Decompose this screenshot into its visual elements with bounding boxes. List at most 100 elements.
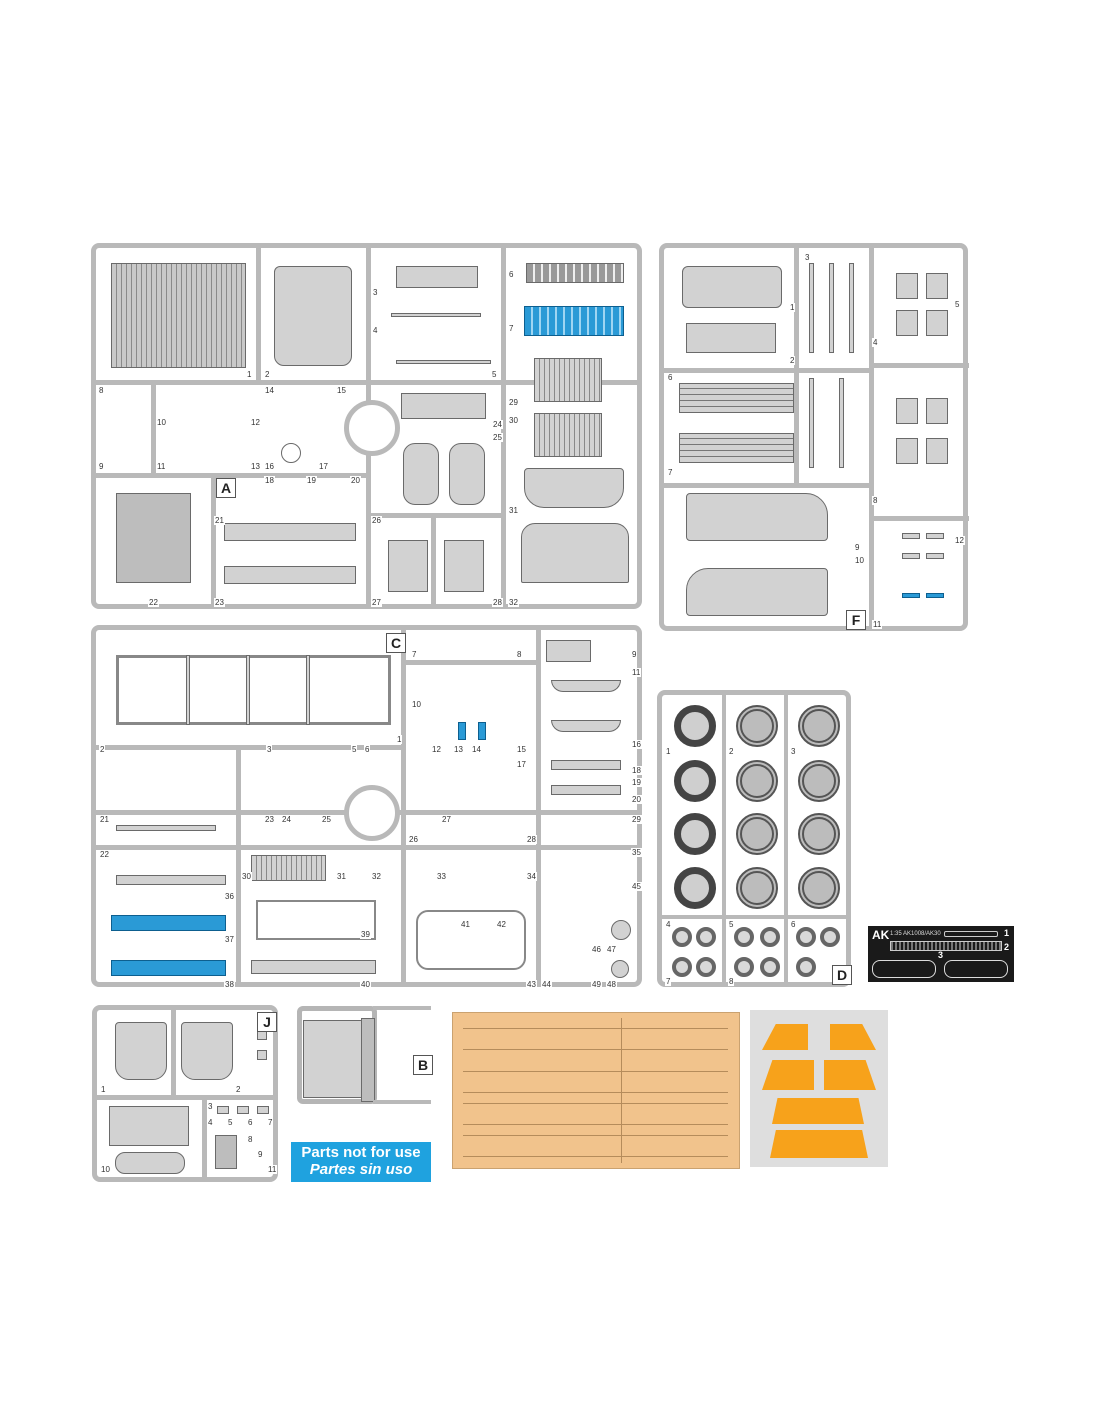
sprue-letter-a: A <box>216 478 236 498</box>
part-number: 19 <box>306 476 317 485</box>
part-number: 12 <box>250 418 261 427</box>
sprue-b: B <box>293 1000 435 1115</box>
part-number: 20 <box>631 795 642 804</box>
part-number: 22 <box>148 598 159 607</box>
lamp-part-3 <box>257 1106 269 1114</box>
part-number: 9 <box>257 1150 264 1159</box>
part-number: 2 <box>789 356 796 365</box>
sprue-b-runner <box>373 1100 431 1104</box>
decal-row <box>463 1028 728 1050</box>
part-number: 30 <box>241 872 252 881</box>
clear-parts-sheet <box>750 1010 888 1167</box>
exhaust-part <box>116 875 226 885</box>
part-number: 15 <box>516 745 527 754</box>
part-number: 2 <box>235 1085 242 1094</box>
part-number: 24 <box>281 815 292 824</box>
part-number: 3 <box>372 288 379 297</box>
lamp-part-2 <box>237 1106 249 1114</box>
part-number: 15 <box>336 386 347 395</box>
part-number: 11 <box>631 668 642 677</box>
part-number: 23 <box>264 815 275 824</box>
photoetch-code: 1:35 AK1008/AK30 <box>890 931 941 937</box>
part-number: 17 <box>318 462 329 471</box>
photoetch-fret: AK 1:35 AK1008/AK30 1 2 3 <box>868 926 1014 982</box>
door-window-left-part <box>115 1022 167 1080</box>
sprue-d: D 1 2 3 4 5 6 7 8 <box>657 690 852 987</box>
chassis-crossmember-part-2 <box>246 655 250 725</box>
part-number: 25 <box>321 815 332 824</box>
part-number: 39 <box>360 930 371 939</box>
part-number: 1 <box>789 303 796 312</box>
brake-line-part <box>416 910 526 970</box>
part-number: 3 <box>266 745 273 754</box>
transfer-box-part <box>251 960 376 974</box>
part-number: 25 <box>492 433 503 442</box>
vent-part-1 <box>896 273 918 299</box>
stake-part-3 <box>849 263 854 353</box>
sprue-letter-b: B <box>413 1055 433 1075</box>
part-number: 36 <box>224 892 235 901</box>
sprue-a-runner <box>151 380 156 475</box>
part-number: 4 <box>207 1118 214 1127</box>
cab-back-part <box>303 1020 363 1098</box>
sprue-a-gate-ring <box>344 400 400 456</box>
part-number: 6 <box>508 270 515 279</box>
notice-line-spanish: Partes sin uso <box>309 1161 413 1178</box>
part-number: 8 <box>516 650 523 659</box>
wheel-hub-part <box>798 760 840 802</box>
wheel-hub-part <box>736 867 778 909</box>
part-number: 3 <box>804 253 811 262</box>
part-number: 5 <box>491 370 498 379</box>
part-number: 10 <box>411 700 422 709</box>
part-number: 47 <box>606 945 617 954</box>
window-pane-part <box>824 1060 876 1090</box>
part-number: 8 <box>872 496 879 505</box>
gear-part <box>611 920 631 940</box>
part-number: 48 <box>606 980 617 989</box>
sprue-a-runner <box>431 513 436 608</box>
leaf-spring-part-2 <box>551 720 621 732</box>
part-number: 31 <box>336 872 347 881</box>
vent-part-3 <box>896 310 918 336</box>
part-number: 3 <box>207 1102 214 1111</box>
part-number: 7 <box>667 468 674 477</box>
photoetch-plate-part <box>944 960 1008 978</box>
door-window-right-part <box>181 1022 233 1080</box>
sprue-a-runner <box>96 473 371 478</box>
steering-rod-part <box>391 313 481 317</box>
grille-not-used-part <box>524 306 624 336</box>
part-number: 1 <box>246 370 253 379</box>
sprue-c-runner <box>96 845 642 850</box>
sprue-a-runner <box>366 513 506 518</box>
bed-rail-part-1 <box>679 383 794 413</box>
photoetch-strip-part <box>944 931 998 937</box>
part-number: 7 <box>665 977 672 986</box>
front-bumper-part <box>524 468 624 508</box>
windshield-part <box>109 1106 189 1146</box>
dashboard-part <box>396 266 478 288</box>
shock-not-used-part-1 <box>458 722 466 740</box>
part-number: 29 <box>508 398 519 407</box>
tyre-part <box>674 813 716 855</box>
part-number: 5 <box>954 300 961 309</box>
console-part <box>401 393 486 419</box>
sprue-f-runner <box>869 248 874 628</box>
wheel-hub-part <box>736 760 778 802</box>
running-board-part-1 <box>224 523 356 541</box>
tailgate-panel-part <box>686 323 776 353</box>
stake-part-4 <box>809 378 814 468</box>
bumper-not-used-part-2 <box>111 960 226 976</box>
hub-cap-part <box>696 957 716 977</box>
wheel-hub-part <box>736 813 778 855</box>
part-number: 31 <box>508 506 519 515</box>
decal-row <box>463 1071 728 1093</box>
sprue-f-runner <box>664 483 874 488</box>
part-number: 8 <box>98 386 105 395</box>
part-number: 41 <box>460 920 471 929</box>
wheel-arch-right-part <box>449 443 485 505</box>
rear-window-pane-part <box>770 1130 868 1158</box>
mirror-part-2 <box>257 1050 267 1060</box>
notice-line-english: Parts not for use <box>301 1144 421 1161</box>
part-number: 21 <box>214 516 225 525</box>
part-number: 20 <box>350 476 361 485</box>
